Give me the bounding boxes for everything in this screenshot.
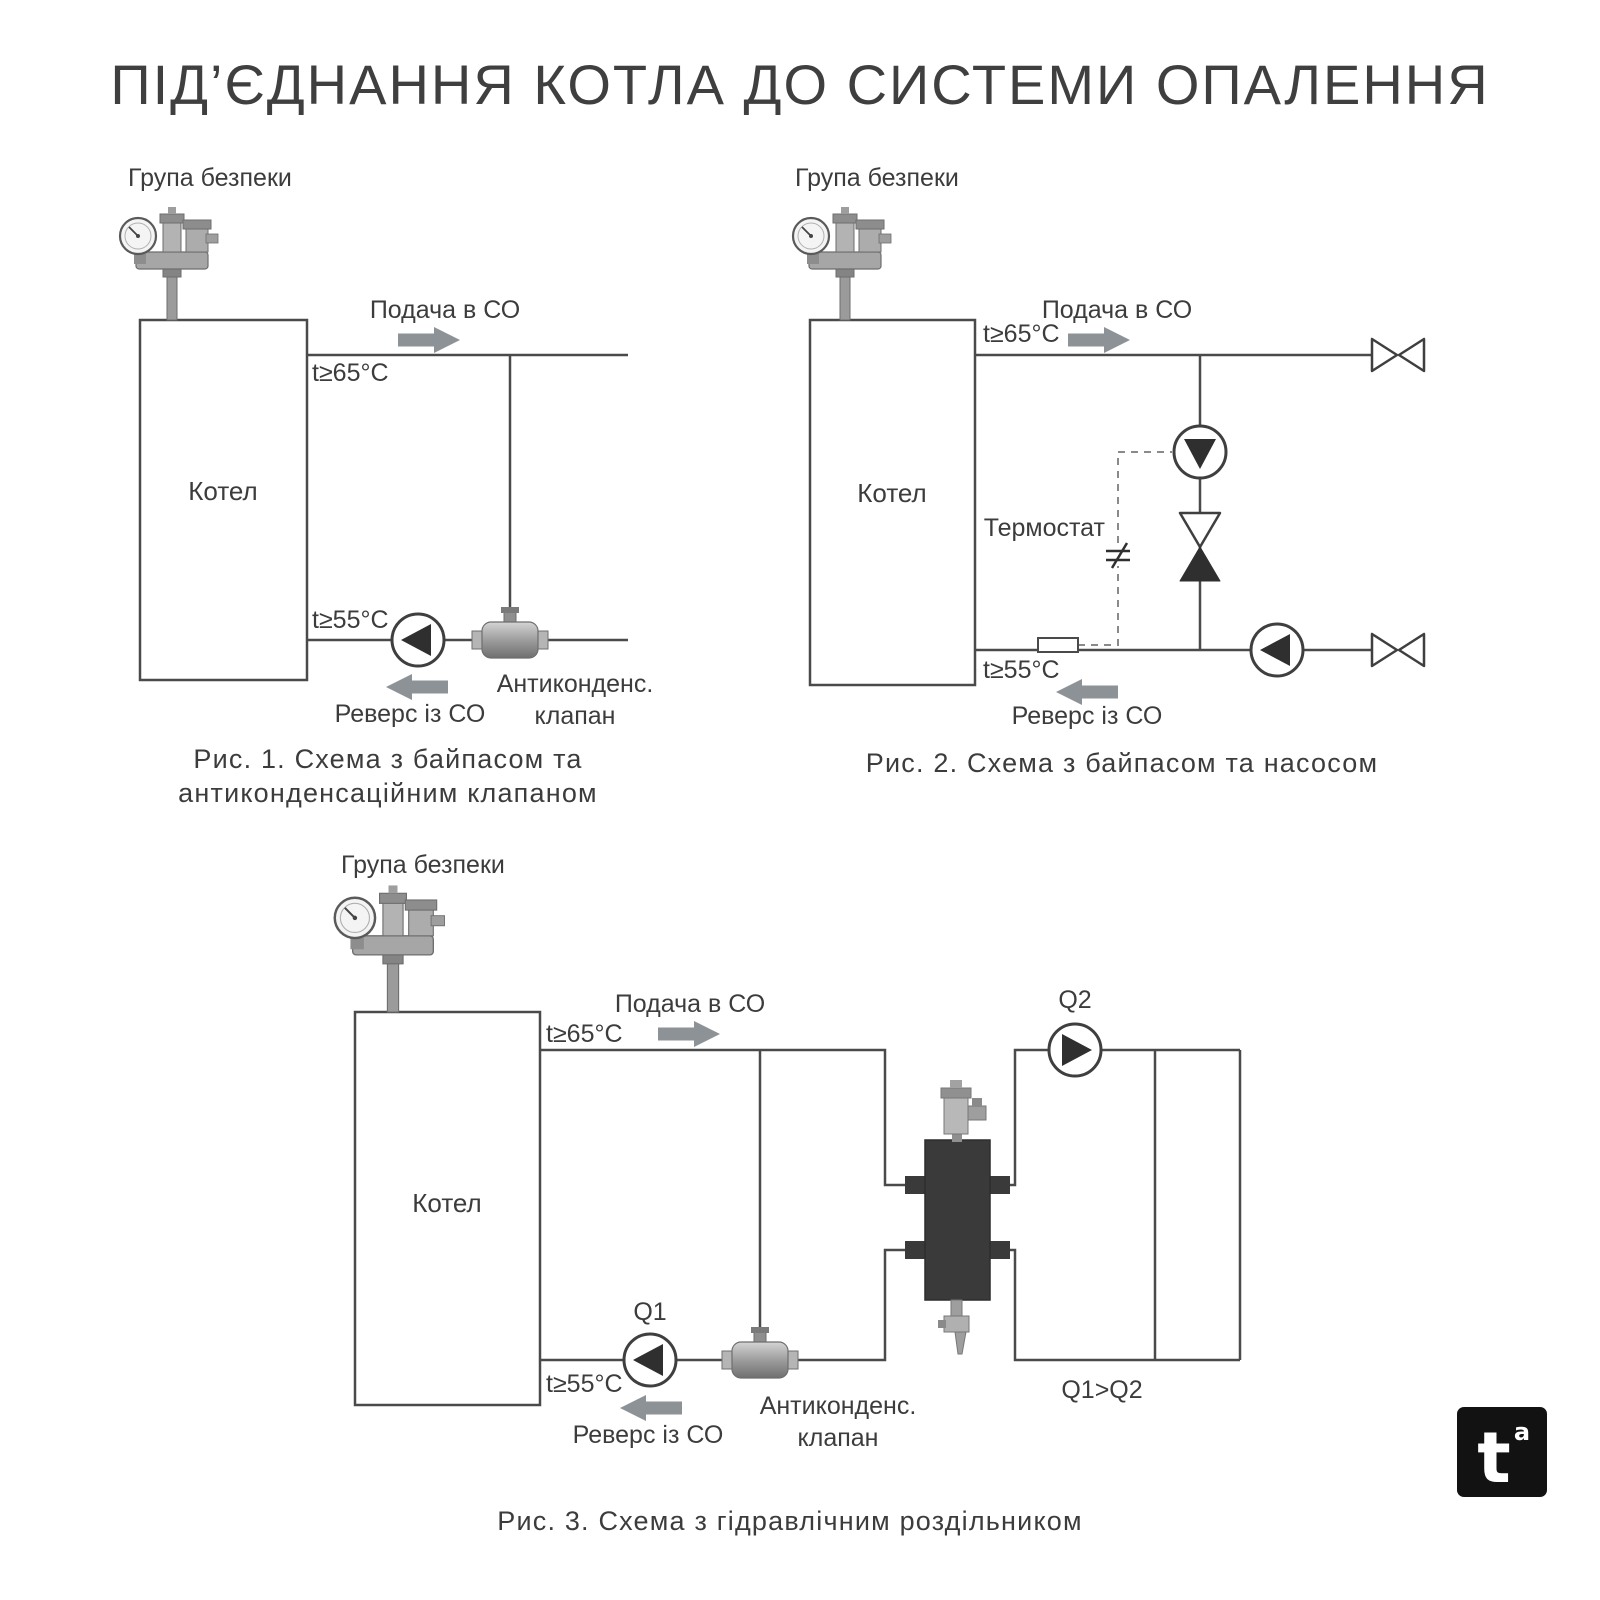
fig1-valve-label-line1: Антиконденс. xyxy=(497,670,654,698)
fig1-return-flow-arrow-icon xyxy=(386,674,448,700)
fig2-return-temp: t≥55°C xyxy=(983,656,1060,684)
fig2-safety-group-label: Група безпеки xyxy=(795,164,959,192)
fig3-hydraulic-separator xyxy=(905,1080,1010,1355)
fig3-boiler-label: Котел xyxy=(412,1188,481,1218)
fig2-thermostat-link xyxy=(1078,451,1172,646)
fig1-supply-temp: t≥65°C xyxy=(312,359,389,387)
fig2-boiler xyxy=(808,318,977,687)
fig2-bypass-pump-icon xyxy=(1172,424,1228,480)
fig1-return-label: Реверс із СО xyxy=(335,700,486,728)
fig1-pump-icon xyxy=(390,612,446,668)
fig1-caption-line2: антиконденсаційним клапаном xyxy=(178,778,598,808)
fig1-anticondensation-valve-icon xyxy=(471,606,549,659)
figure-1: Група безпеки Подача в СО t≥65°C Котел t… xyxy=(118,164,654,808)
figure-2: Група безпеки Подача в СО t≥65°C Котел Т… xyxy=(791,164,1426,778)
logo-background xyxy=(1457,1407,1547,1497)
fig1-return-temp: t≥55°C xyxy=(312,606,389,634)
logo-superscript: a xyxy=(1514,1418,1530,1446)
fig3-flow-relation: Q1>Q2 xyxy=(1061,1376,1142,1404)
fig2-check-valve-icon xyxy=(1178,511,1222,582)
separator-drain-valve-icon xyxy=(938,1299,970,1355)
fig2-thermostat-label: Термостат xyxy=(984,514,1106,542)
fig3-supply-label: Подача в СО xyxy=(615,990,765,1018)
fig3-supply-flow-arrow-icon xyxy=(658,1021,720,1047)
fig2-boiler-label: Котел xyxy=(857,478,926,508)
fig3-pump-q2-icon xyxy=(1047,1022,1103,1078)
fig3-supply-temp: t≥65°C xyxy=(546,1020,623,1048)
fig3-pump-q1-icon xyxy=(622,1332,678,1388)
fig2-pipes xyxy=(975,353,1376,652)
fig2-caption: Рис. 2. Схема з байпасом та насосом xyxy=(866,748,1378,778)
brand-logo: t a xyxy=(1457,1407,1547,1499)
fig2-return-pump-icon xyxy=(1249,622,1305,678)
fig2-supply-shutoff-valve-icon xyxy=(1370,337,1426,373)
fig1-supply-flow-arrow-icon xyxy=(398,327,460,353)
fig3-return-temp: t≥55°C xyxy=(546,1370,623,1398)
fig3-caption: Рис. 3. Схема з гідравлічним роздільнико… xyxy=(497,1506,1083,1536)
page-title: ПІД’ЄДНАННЯ КОТЛА ДО СИСТЕМИ ОПАЛЕННЯ xyxy=(110,53,1490,116)
fig3-pump2-label: Q2 xyxy=(1058,986,1091,1014)
separator-air-vent-icon xyxy=(940,1080,987,1142)
fig1-caption-line1: Рис. 1. Схема з байпасом та xyxy=(193,744,582,774)
fig2-thermostat-contact-icon xyxy=(1106,542,1130,569)
fig1-safety-group-icon xyxy=(118,205,220,322)
fig3-boiler xyxy=(353,1010,542,1407)
fig2-supply-temp: t≥65°C xyxy=(983,320,1060,348)
fig2-return-label: Реверс із СО xyxy=(1012,702,1163,730)
fig2-supply-label: Подача в СО xyxy=(1042,296,1192,324)
fig3-return-flow-arrow-icon xyxy=(620,1395,682,1421)
fig2-safety-group-icon xyxy=(791,205,893,322)
fig1-boiler xyxy=(138,318,309,682)
fig2-return-shutoff-valve-icon xyxy=(1370,632,1426,668)
fig1-valve-label-line2: клапан xyxy=(535,702,616,730)
fig2-supply-flow-arrow-icon xyxy=(1068,327,1130,353)
fig1-pipes xyxy=(307,353,628,642)
fig1-supply-label: Подача в СО xyxy=(370,296,520,324)
figure-3: Група безпеки Подача в СО t≥65°C Котел Q… xyxy=(333,851,1242,1536)
fig1-boiler-label: Котел xyxy=(188,476,257,506)
fig3-safety-group-label: Група безпеки xyxy=(341,851,505,879)
fig3-valve-label-line1: Антиконденс. xyxy=(760,1392,917,1420)
fig2-thermostat-sensor xyxy=(1037,637,1079,653)
fig3-return-label: Реверс із СО xyxy=(573,1421,724,1449)
fig1-safety-group-label: Група безпеки xyxy=(128,164,292,192)
fig3-pipes xyxy=(540,1048,1242,1362)
logo-letter: t xyxy=(1477,1417,1510,1499)
fig3-pump1-label: Q1 xyxy=(633,1298,666,1326)
fig3-valve-label-line2: клапан xyxy=(798,1424,879,1452)
fig3-anticondensation-valve-icon xyxy=(721,1326,799,1379)
fig3-safety-group-icon xyxy=(333,884,446,1014)
